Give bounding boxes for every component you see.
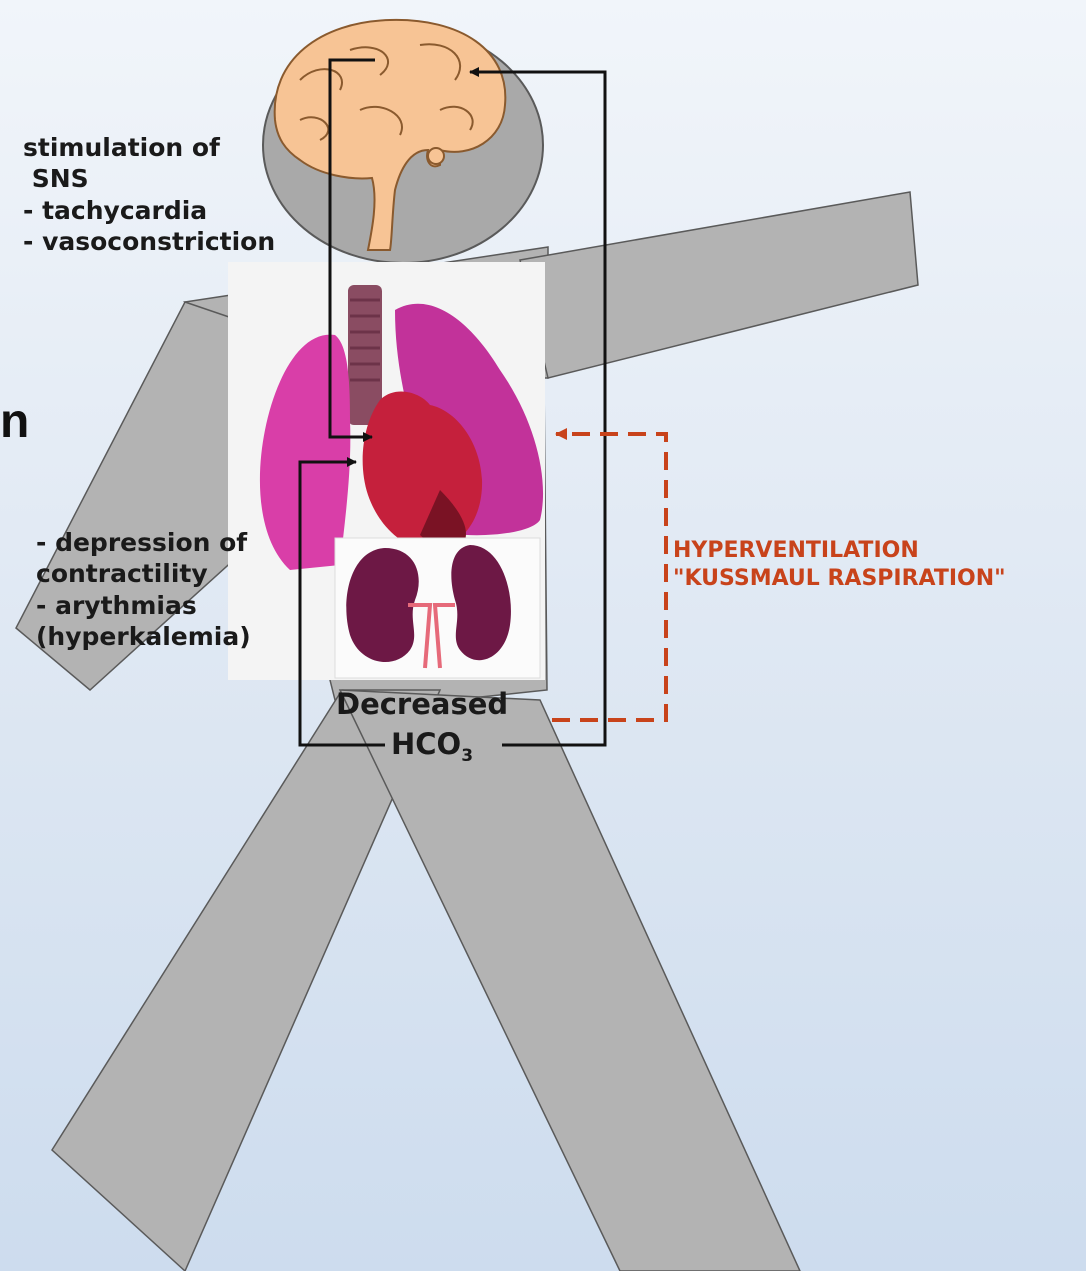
left-kidney bbox=[346, 548, 418, 662]
hco3-label: HCO3 bbox=[391, 726, 473, 767]
stray-letter: n bbox=[0, 392, 29, 452]
heart-effects-label: - depression of contractility - arythmia… bbox=[36, 527, 251, 652]
hyperventilation-label: HYPERVENTILATION "KUSSMAUL RASPIRATION" bbox=[673, 537, 1006, 592]
right-arm-shape bbox=[520, 192, 918, 378]
sns-effects-label: stimulation of SNS - tachycardia - vasoc… bbox=[23, 132, 275, 257]
hco3-subscript: 3 bbox=[461, 746, 473, 766]
hco3-base: HCO bbox=[391, 727, 461, 761]
right-leg-shape bbox=[340, 690, 800, 1271]
decreased-label: Decreased bbox=[336, 686, 508, 722]
arrow-hyperventilation bbox=[552, 434, 666, 720]
trachea bbox=[348, 285, 382, 425]
